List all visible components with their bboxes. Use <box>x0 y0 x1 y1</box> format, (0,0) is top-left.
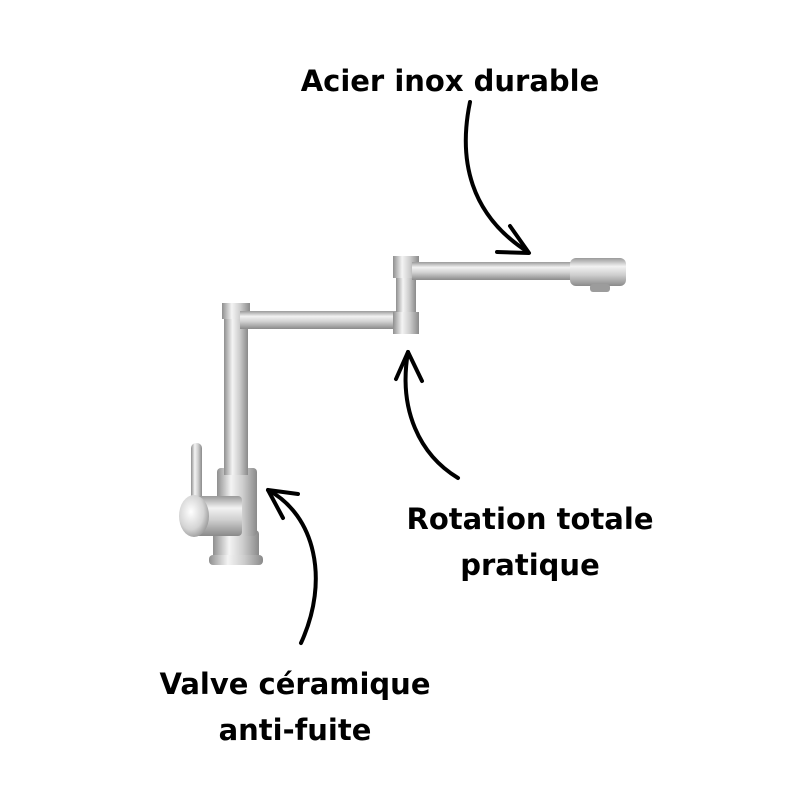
lever-handle <box>191 443 202 509</box>
label-stainless-steel: Acier inox durable <box>250 58 650 104</box>
arrow-to-valve-icon <box>266 488 318 645</box>
label-line: pratique <box>460 548 600 582</box>
label-line: Rotation totale <box>406 502 654 536</box>
faucet-icon <box>179 256 626 565</box>
label-line: Acier inox durable <box>300 64 600 98</box>
label-line: Valve céramique <box>159 667 431 701</box>
valve-knob <box>179 495 209 537</box>
arrow-to-swivel-joint-icon <box>394 350 460 480</box>
spout-arm <box>412 262 580 280</box>
label-line: anti-fuite <box>218 713 372 747</box>
lower-arm <box>240 311 410 329</box>
label-rotation: Rotation totale pratique <box>380 496 680 588</box>
spout-head <box>570 258 626 286</box>
label-ceramic-valve: Valve céramique anti-fuite <box>120 661 470 753</box>
arrow-to-spout-icon <box>463 100 531 255</box>
faucet-riser <box>224 305 248 475</box>
